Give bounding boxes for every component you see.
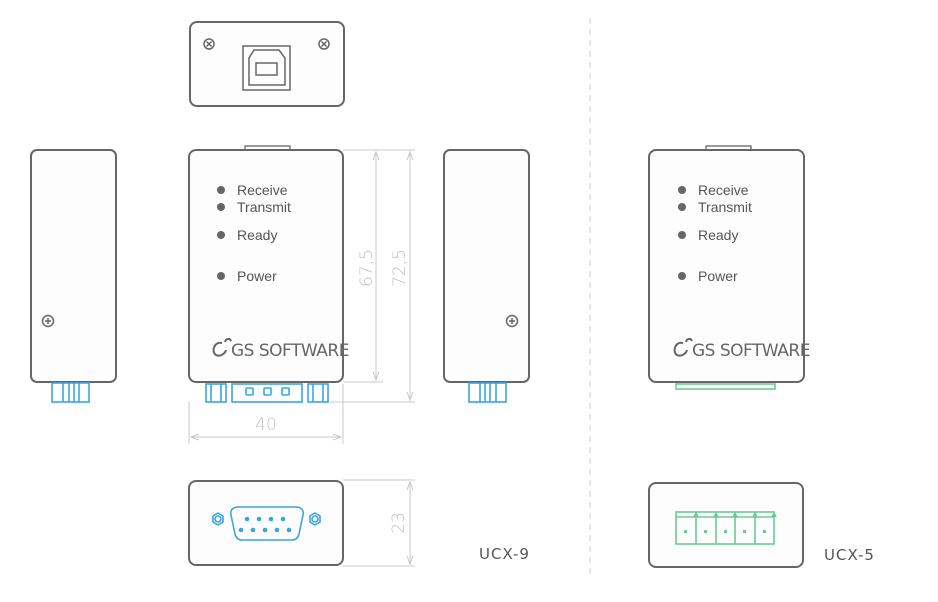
db9-side-connector	[51, 382, 90, 403]
terminal-block-side	[675, 383, 776, 390]
dim-inner-height: 67,5	[357, 249, 377, 287]
led-label-power: Power	[237, 268, 277, 284]
ucx9-bottom-view: 23	[188, 479, 415, 567]
dim-depth: 23	[389, 512, 409, 534]
model-label-ucx9: UCX-9	[479, 545, 530, 563]
db9-port-icon	[212, 506, 321, 541]
ucx9-top-view	[189, 21, 345, 107]
led-label-transmit: Transmit	[698, 199, 752, 215]
gs-logo: GS SOFTWARE	[673, 337, 810, 361]
screw-icon	[318, 38, 330, 50]
led-label-transmit: Transmit	[237, 199, 291, 215]
dim-width: 40	[255, 415, 277, 435]
ucx9-left-side-view	[30, 149, 117, 403]
ucx9-front-view: Receive Transmit Ready Power GS SOFTWARE	[188, 145, 349, 403]
screw-icon	[41, 314, 55, 328]
led-power	[678, 272, 686, 280]
db9-side-connector	[468, 382, 507, 403]
dimension-lines: 67,5 72,5 40	[188, 149, 415, 444]
led-label-ready: Ready	[698, 227, 738, 243]
led-label-receive: Receive	[237, 182, 288, 198]
led-receive	[217, 186, 225, 194]
gs-logo-icon	[673, 337, 693, 357]
ucx5-bottom-view	[648, 482, 804, 568]
led-label-power: Power	[698, 268, 738, 284]
gs-logo-icon	[212, 337, 232, 357]
led-label-ready: Ready	[237, 227, 277, 243]
ucx9-right-side-view	[443, 149, 530, 403]
db9-bottom-connector	[205, 383, 329, 403]
led-label-receive: Receive	[698, 182, 749, 198]
db9-pins	[238, 516, 292, 533]
led-ready	[217, 231, 225, 239]
screw-icon	[505, 314, 519, 328]
led-ready	[678, 231, 686, 239]
led-transmit	[217, 203, 225, 211]
usb-b-port-icon	[242, 45, 291, 91]
logo-text: GS SOFTWARE	[231, 341, 349, 361]
logo-text: GS SOFTWARE	[692, 341, 810, 361]
dim-outer-height: 72,5	[390, 249, 410, 287]
led-power	[217, 272, 225, 280]
led-receive	[678, 186, 686, 194]
led-transmit	[678, 203, 686, 211]
screw-icon	[203, 38, 215, 50]
ucx5-front-view: Receive Transmit Ready Power GS SOFTWARE	[648, 145, 810, 390]
gs-logo: GS SOFTWARE	[212, 337, 349, 361]
terminal-pins	[684, 512, 777, 533]
model-label-ucx5: UCX-5	[824, 546, 875, 564]
